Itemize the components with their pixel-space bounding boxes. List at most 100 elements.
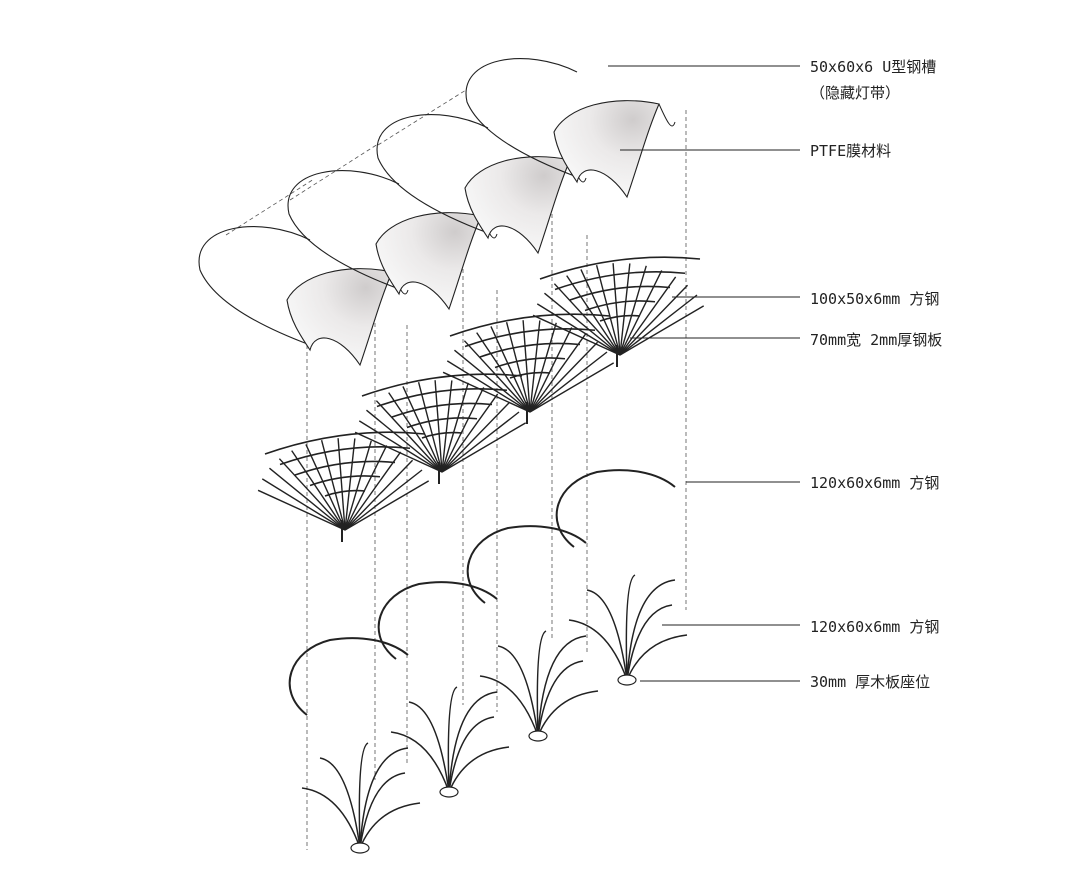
steel-rib	[269, 467, 346, 531]
steel-stem	[586, 589, 628, 681]
steel-ring-1	[288, 637, 409, 716]
steel-stem	[390, 731, 450, 793]
steel-stem	[359, 802, 421, 849]
steel-rib	[344, 459, 414, 531]
steel-rib	[463, 340, 531, 413]
steel-rib	[536, 303, 621, 356]
steel-rib	[337, 438, 346, 531]
steel-rib	[441, 382, 469, 473]
ring-arc	[466, 525, 587, 604]
rib-frame-4	[532, 256, 705, 367]
membrane-module-3	[376, 114, 587, 255]
steel-ring-4	[555, 469, 676, 548]
leader-lines	[608, 65, 800, 682]
steel-ring-layer	[288, 469, 676, 716]
ring-arc	[377, 581, 498, 660]
steel-plate-arc	[309, 475, 381, 487]
steel-plate-arc	[421, 431, 463, 439]
steel-stem	[319, 757, 361, 849]
steel-rib	[619, 270, 663, 356]
steel-rib	[434, 380, 443, 473]
steel-rib	[619, 305, 705, 356]
steel-rib	[441, 380, 453, 473]
steel-rib	[529, 322, 557, 413]
steel-stem	[626, 604, 673, 681]
ring-arc	[288, 637, 409, 716]
steel-plate-arc	[494, 357, 566, 369]
ring-arc	[555, 469, 676, 548]
ptfe-membrane	[286, 268, 393, 367]
steel-rib	[529, 327, 573, 413]
steel-stem	[448, 746, 510, 793]
steel-rib	[529, 351, 608, 413]
u-channel-edge	[465, 58, 578, 178]
steel-plate-arc	[479, 342, 581, 358]
wood-seat	[439, 786, 459, 798]
membrane-module-4	[465, 58, 676, 199]
steel-plate-arc	[406, 417, 478, 429]
steel-rib	[544, 292, 621, 356]
steel-rib	[505, 322, 531, 413]
steel-plate-arc	[264, 431, 426, 455]
steel-stem	[359, 747, 409, 849]
guide-diagonal-1	[289, 143, 379, 201]
u-channel-edge	[198, 226, 311, 346]
steel-plate-arc	[294, 460, 396, 476]
steel-rib	[529, 362, 615, 413]
steel-plate-arc	[584, 300, 656, 312]
label-steel-120-a: 120x60x6mm 方钢	[810, 474, 940, 492]
steel-ring-3	[466, 525, 587, 604]
steel-plate-arc	[361, 373, 523, 397]
steel-rib	[553, 283, 621, 356]
steel-rib	[358, 420, 443, 473]
steel-rib	[580, 269, 621, 356]
steel-plate-arc	[569, 285, 671, 301]
steel-rib	[529, 320, 541, 413]
label-plate-70: 70mm宽 2mm厚钢板	[810, 331, 943, 349]
steel-rib	[261, 478, 346, 531]
steel-rib	[612, 263, 621, 356]
steel-stem	[497, 645, 539, 737]
steel-rib	[344, 445, 388, 531]
rib-frame-3	[442, 313, 615, 424]
steel-rib	[476, 332, 531, 413]
steel-stem	[301, 787, 361, 849]
steel-stem	[568, 619, 628, 681]
steel-plate-arc	[449, 313, 611, 337]
steel-rib	[441, 422, 527, 473]
steel-stem	[536, 630, 547, 737]
label-u-channel: 50x60x6 U型钢槽	[810, 58, 937, 76]
stem-group-3	[479, 630, 599, 742]
steel-stem	[537, 690, 599, 737]
steel-rib	[402, 386, 443, 473]
steel-stem	[625, 574, 636, 681]
wood-seat	[617, 674, 637, 686]
steel-rib	[354, 431, 443, 473]
steel-rib	[446, 360, 531, 413]
steel-plate-arc	[279, 446, 411, 466]
stem-group-4	[568, 574, 688, 686]
guide-diagonal-2	[377, 89, 467, 146]
steel-stem	[359, 772, 406, 849]
steel-rib	[344, 469, 423, 531]
membrane-roof-layer	[198, 58, 676, 367]
steel-rib	[441, 387, 485, 473]
steel-rib	[344, 438, 356, 531]
steel-rib	[366, 409, 443, 473]
rib-frame-1	[257, 431, 430, 542]
label-steel-100: 100x50x6mm 方钢	[810, 290, 940, 308]
label-wood-seat: 30mm 厚木板座位	[810, 673, 931, 691]
wood-seat	[528, 730, 548, 742]
steel-rib	[442, 371, 531, 413]
steel-rib	[522, 320, 531, 413]
steel-plate-arc	[539, 256, 701, 280]
steel-rib	[344, 480, 430, 531]
steel-rib	[490, 326, 531, 413]
u-channel-edge	[376, 114, 489, 234]
steel-rib	[278, 458, 346, 531]
steel-rib	[529, 333, 587, 413]
steel-stem	[537, 660, 584, 737]
guide-diagonal-0	[225, 178, 315, 236]
label-steel-120-b: 120x60x6mm 方钢	[810, 618, 940, 636]
